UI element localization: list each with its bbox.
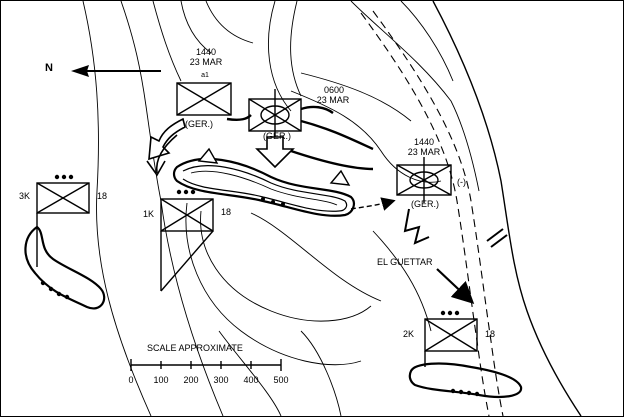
scale-tick-0: 0 [128,375,134,385]
contour-line [205,1,254,44]
contour-line [267,1,292,112]
contour-line [290,90,442,183]
ger-east-suffix: (-) [457,177,466,187]
unit-ger-west [176,82,232,116]
ger-west-time: 1440 [195,47,217,57]
contour-line [250,212,382,302]
attack-arrow-west [148,117,186,161]
unit-3k-position [24,225,106,310]
scale-tick-300: 300 [213,375,229,385]
unit-ger-east [396,157,452,203]
scale-bar [130,359,282,371]
approach-arrow-ridge [350,197,396,211]
unit-1k-bn: 1K [143,209,155,219]
ridge-triangles [197,147,351,186]
ger-east-label: (GER.) [411,199,439,209]
unit-2k-reg: 18 [485,329,496,339]
unit-2k-bn: 2K [403,329,415,339]
railroad [432,1,582,416]
ger-west-label: (GER.) [185,119,213,129]
north-label: N [45,62,53,74]
contour-line [120,1,224,416]
ger-west-date: 23 MAR [189,57,223,67]
place-el-guettar: EL GUETTAR [377,257,433,267]
ger-east-time: 1440 [413,137,435,147]
unit-3k-bn: 3K [19,191,31,201]
road [360,10,504,416]
contour-line [152,1,182,82]
scale-tick-200: 200 [183,375,199,385]
unit-ger-center [248,89,302,137]
contour-line [300,72,412,122]
unit-1k-reg: 18 [221,207,232,217]
movement-lines [226,105,374,171]
unit-1k-dots [176,189,196,195]
north-arrow [71,65,161,77]
ger-east-date: 23 MAR [407,147,441,157]
unit-2k [424,318,478,367]
contour-line [82,1,152,416]
unit-3k-reg: 18 [97,191,108,201]
contour-line [180,1,212,54]
attack-arrow-center [255,136,295,169]
contour-line [372,230,432,332]
unit-3k-dots [54,174,74,180]
contour-line [400,1,454,82]
ger-center-label: (GER.) [263,131,291,141]
ger-center-time: 0600 [323,85,345,95]
contour-line [218,330,282,416]
scale-tick-100: 100 [153,375,169,385]
ridge-dots [261,197,285,206]
unit-3k-position-dots [40,280,70,300]
ger-west-size: a1 [201,72,209,79]
attack-arrow-west-feint [146,134,178,177]
rail-break-marker [486,228,508,248]
contour-line [200,210,372,322]
unit-2k-position-dots [450,388,480,397]
contour-line [300,330,342,416]
scale-tick-400: 400 [243,375,259,385]
unit-2k-dots [440,310,460,316]
contour-line [350,1,480,192]
contour-line [185,202,362,366]
scale-title: SCALE APPROXIMATE [147,343,243,353]
unit-1k [160,198,214,292]
contour-line [290,1,302,97]
advance-arrow-south [436,268,475,305]
unit-2k-position [408,362,523,398]
ridge [172,157,355,217]
scale-tick-500: 500 [273,375,289,385]
advance-arrow-east [403,208,430,245]
unit-3k [36,182,90,267]
ger-center-date: 23 MAR [316,95,350,105]
